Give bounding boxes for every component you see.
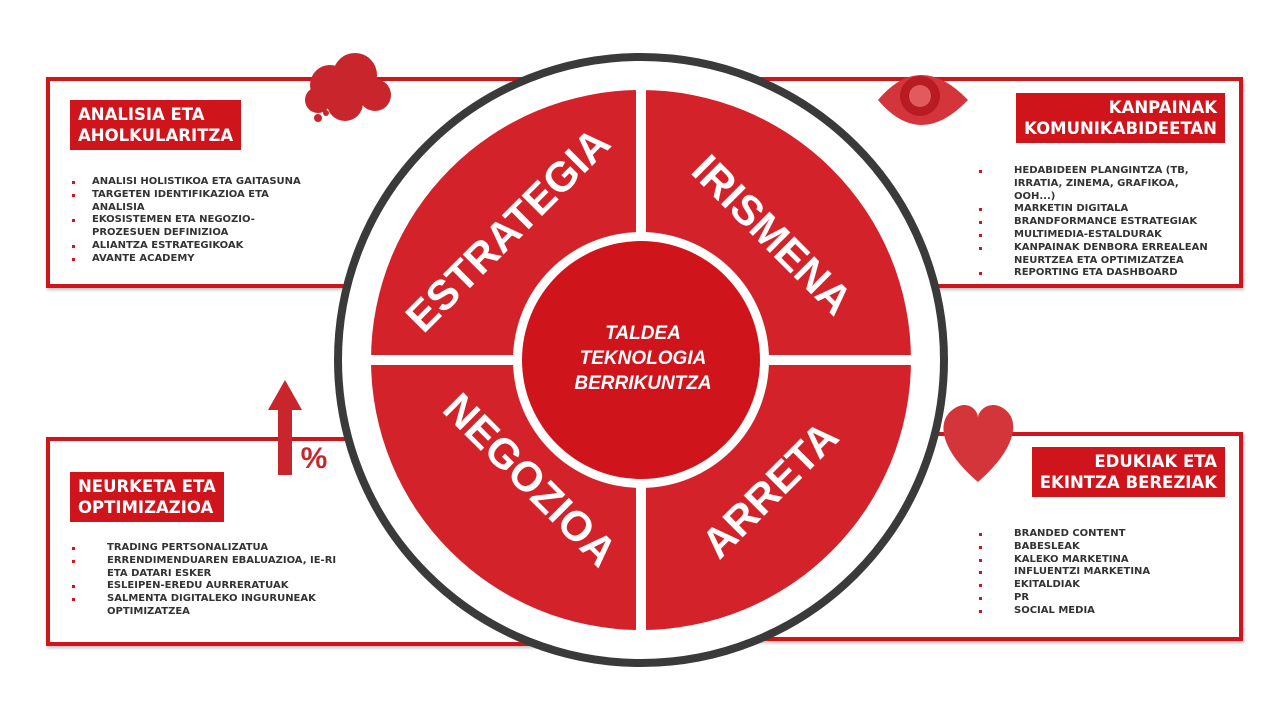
center-line-1: TALDEA [605, 323, 681, 344]
list-item: REPORTING ETA DASHBOARD [979, 267, 1219, 280]
list-item: ESLEIPEN-EREDU AURRERATUAK [72, 580, 342, 593]
list-item: INFLUENTZI MARKETINA [979, 566, 1219, 579]
center-line-3: BERRIKUNTZA [574, 373, 711, 394]
list-item: ALIANTZA ESTRATEGIKOAK [72, 240, 322, 253]
box-title: ANALISIA ETA AHOLKULARITZA [70, 100, 242, 150]
center-line-2: TEKNOLOGIA [580, 348, 707, 369]
list-item: EKITALDIAK [979, 579, 1219, 592]
list-item: BABESLEAK [979, 541, 1219, 554]
center-circle [522, 241, 760, 479]
heart-icon [943, 405, 1014, 482]
thought-cloud-icon [305, 53, 391, 122]
list-item: SOCIAL MEDIA [979, 605, 1219, 618]
list-item: BRANDFORMANCE ESTRATEGIAK [979, 216, 1219, 229]
list-item: MULTIMEDIA-ESTALDURAK [979, 229, 1219, 242]
list-item: PR [979, 592, 1219, 605]
arrow-up-percent-icon: % [268, 380, 327, 475]
box-kanpainak: KANPAINAK KOMUNIKABIDEETAN HEDABIDEEN PL… [745, 77, 1243, 288]
box-title: EDUKIAK ETA EKINTZA BEREZIAK [1031, 447, 1225, 497]
box-title: NEURKETA ETA OPTIMIZAZIOA [70, 472, 224, 522]
list-item: SALMENTA DIGITALEKO INGURUNEAK OPTIMIZAT… [72, 593, 342, 619]
list-item: ERRENDIMENDUAREN EBALUAZIOA, IE-RI ETA D… [72, 555, 342, 581]
list-item: EKOSISTEMEN ETA NEGOZIO-PROZESUEN DEFINI… [72, 214, 322, 240]
list-item: AVANTE ACADEMY [72, 253, 322, 266]
list-item: KALEKO MARKETINA [979, 554, 1219, 567]
list-item: KANPAINAK DENBORA ERREALEAN NEURTZEA ETA… [979, 242, 1219, 268]
item-list: HEDABIDEEN PLANGINTZA (TB, IRRATIA, ZINE… [979, 165, 1219, 280]
svg-text:%: % [301, 442, 328, 475]
list-item: TARGETEN IDENTIFIKAZIOA ETA ANALISIA [72, 189, 322, 215]
list-item: MARKETIN DIGITALA [979, 203, 1219, 216]
eye-icon [878, 75, 968, 125]
box-title: KANPAINAK KOMUNIKABIDEETAN [1016, 93, 1225, 143]
list-item: BRANDED CONTENT [979, 528, 1219, 541]
list-item: TRADING PERTSONALIZATUA [72, 542, 342, 555]
list-item: HEDABIDEEN PLANGINTZA (TB, IRRATIA, ZINE… [979, 165, 1219, 203]
list-item: ANALISI HOLISTIKOA ETA GAITASUNA [72, 176, 322, 189]
